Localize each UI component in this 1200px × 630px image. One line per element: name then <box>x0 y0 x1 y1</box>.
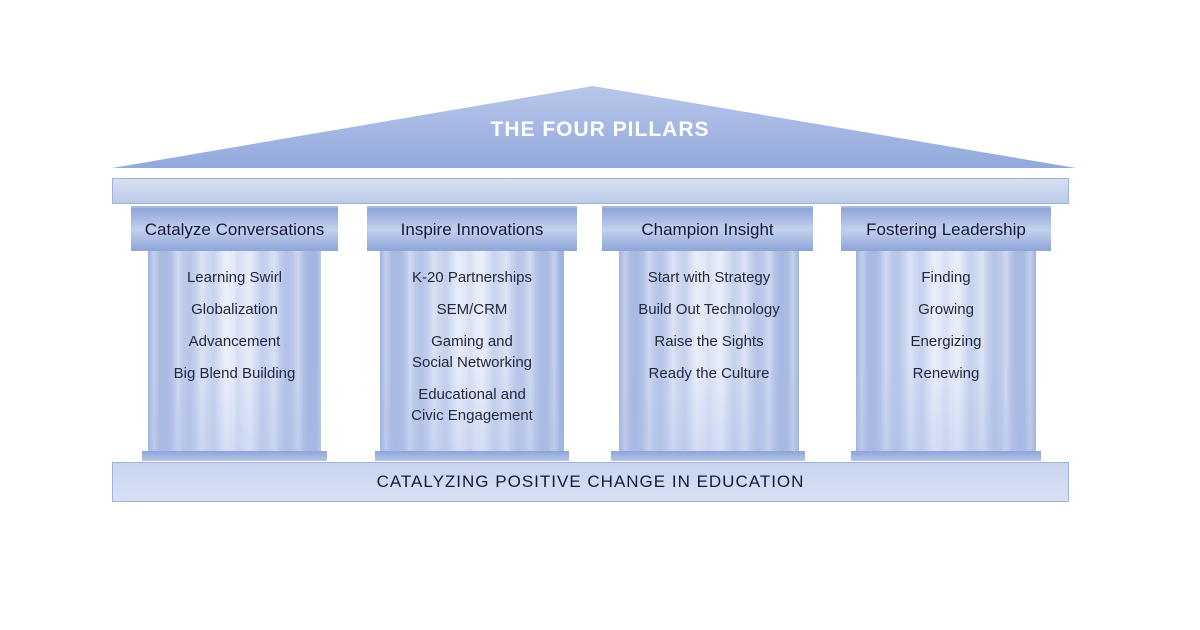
pillar-item: K-20 Partnerships <box>411 269 533 286</box>
pillar-shaft: Finding Growing Energizing Renewing <box>856 251 1036 454</box>
pillar-item: Finding <box>921 269 971 286</box>
pillar-base <box>142 451 327 461</box>
pillar-item: Ready the Culture <box>648 365 770 382</box>
pillar-shaft: Learning Swirl Globalization Advancement… <box>148 251 321 454</box>
pillar-item: Raise the Sights <box>654 333 764 350</box>
roof-pediment <box>112 86 1076 168</box>
pillar-capital: Inspire Innovations <box>367 206 577 251</box>
pillar-item: Globalization <box>191 301 278 318</box>
pillar-capital: Catalyze Conversations <box>131 206 338 251</box>
pillar-shaft: Start with Strategy Build Out Technology… <box>619 251 799 454</box>
pillar-item: Start with Strategy <box>647 269 771 286</box>
pillar-base <box>851 451 1041 461</box>
pillar-item: Advancement <box>188 333 281 350</box>
pillar-item: Build Out Technology <box>638 301 780 318</box>
pillar-item: Energizing <box>910 333 982 350</box>
pillar-item: Learning Swirl <box>186 269 283 286</box>
roof-title: THE FOUR PILLARS <box>490 118 710 141</box>
pillar-capital: Fostering Leadership <box>841 206 1051 251</box>
foundation-base: CATALYZING POSITIVE CHANGE IN EDUCATION <box>112 462 1069 502</box>
pillar-heading: Fostering Leadership <box>866 219 1026 239</box>
pillar-heading: Catalyze Conversations <box>144 219 325 239</box>
pillar-items: Finding Growing Energizing Renewing <box>856 267 1036 395</box>
pillar-heading: Inspire Innovations <box>400 219 544 239</box>
pillar-heading: Champion Insight <box>641 219 774 239</box>
entablature-beam <box>112 178 1069 204</box>
pillar-items: Learning Swirl Globalization Advancement… <box>148 267 321 395</box>
pillar-base <box>375 451 569 461</box>
roof-shape <box>112 86 1076 168</box>
pillar-item: Renewing <box>912 365 980 382</box>
pillar-item: Big Blend Building <box>173 365 296 382</box>
pillar-item: Gaming and Social Networking <box>411 333 533 371</box>
pillar-base <box>611 451 805 461</box>
foundation-label: CATALYZING POSITIVE CHANGE IN EDUCATION <box>376 472 805 491</box>
pillar-items: K-20 Partnerships SEM/CRM Gaming and Soc… <box>380 267 564 437</box>
pillar-item: SEM/CRM <box>436 301 508 318</box>
pillar-item: Educational and Civic Engagement <box>411 386 533 424</box>
pillar-items: Start with Strategy Build Out Technology… <box>619 267 799 395</box>
pillar-shaft: K-20 Partnerships SEM/CRM Gaming and Soc… <box>380 251 564 454</box>
pillar-capital: Champion Insight <box>602 206 813 251</box>
pillar-item: Growing <box>918 301 974 318</box>
